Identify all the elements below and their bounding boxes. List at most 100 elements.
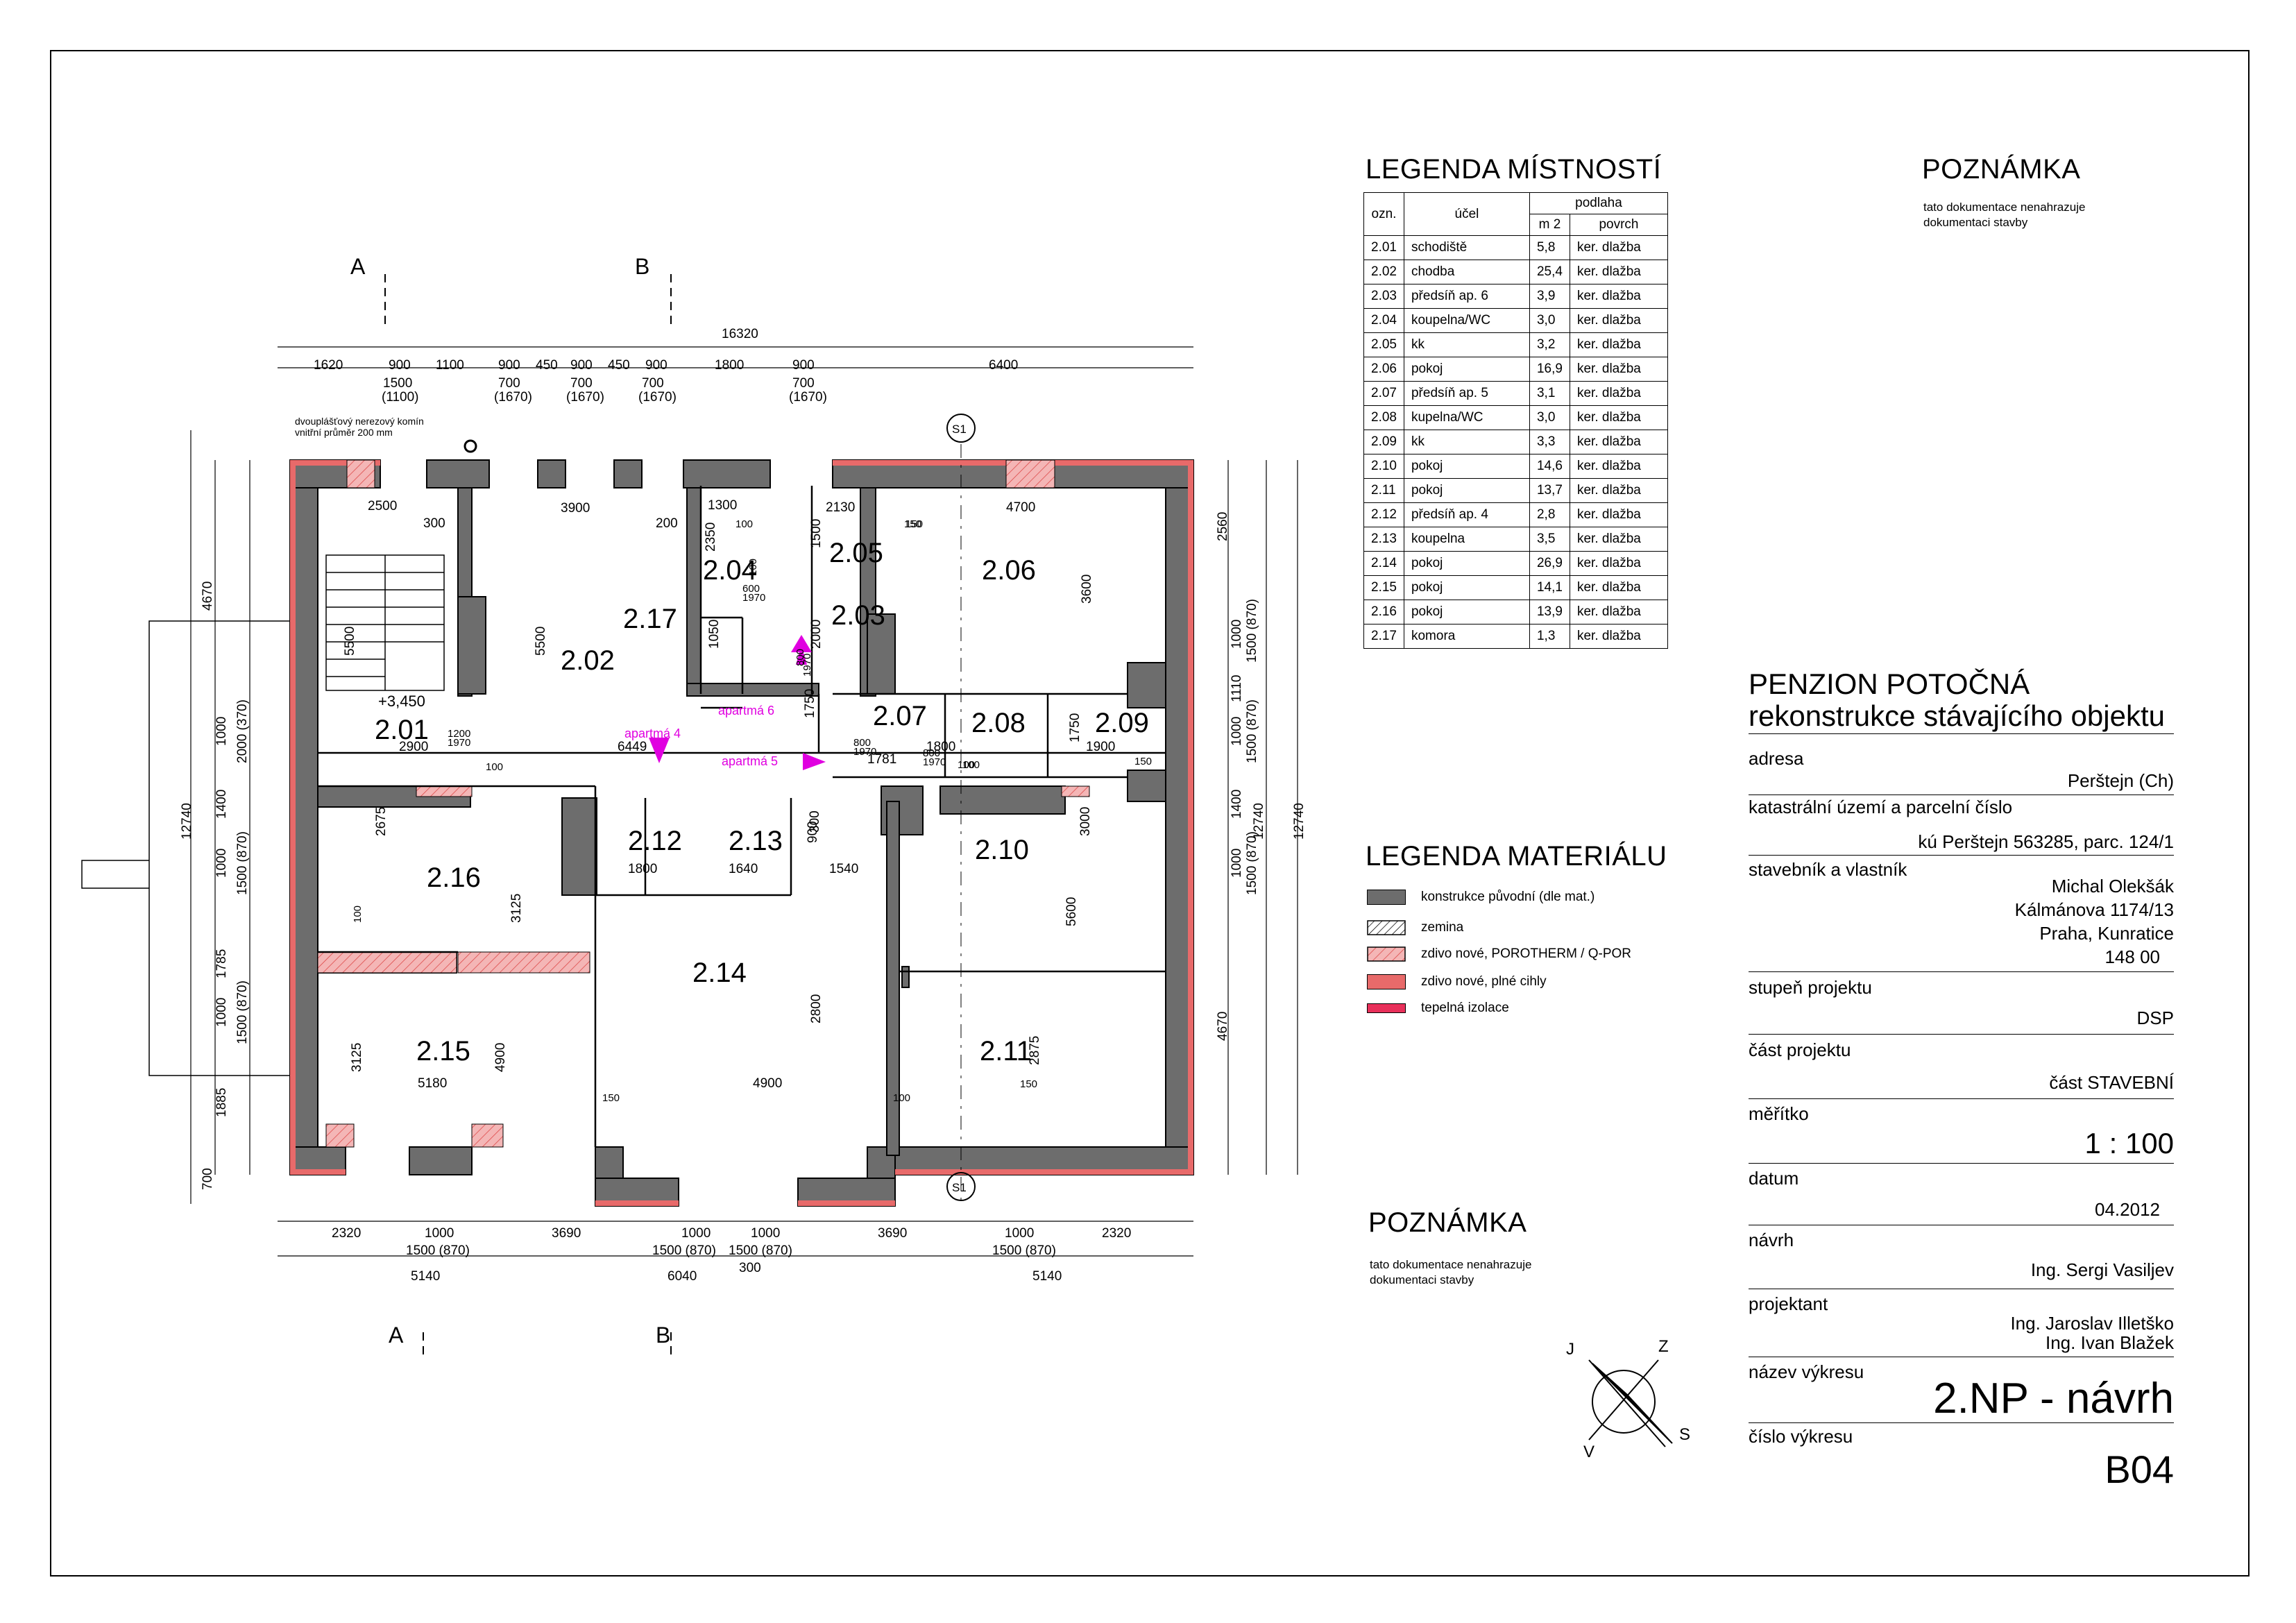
note-bottom-text-2: dokumentaci stavby	[1370, 1273, 1474, 1286]
date-value: 04.2012	[2095, 1199, 2160, 1220]
dimension-text: 1500	[809, 519, 824, 548]
note-bottom-text-1: tato dokumentace nenahrazuje	[1370, 1258, 1532, 1271]
room-2-11: 2.11	[980, 1036, 1032, 1067]
legend-cell-area: 1,3	[1529, 624, 1570, 649]
material-legend-title: LEGENDA MATERIÁLU	[1366, 841, 1667, 872]
owner-street: Kálmánova 1174/13	[2014, 899, 2174, 920]
dimension-text: 100	[962, 759, 980, 771]
legend-cell-surface: ker. dlažba	[1569, 284, 1668, 309]
dimension-text: 1500 (870)	[992, 1243, 1056, 1258]
dimension-text: 1000	[1005, 1226, 1034, 1241]
legend-cell-area: 25,4	[1529, 260, 1570, 284]
dimension-text: 150	[1134, 756, 1152, 767]
dimension-text: 5140	[1032, 1269, 1062, 1284]
material-item-porotherm: zdivo nové, POROTHERM / Q-POR	[1367, 944, 1631, 965]
room-2-12: 2.12	[628, 826, 682, 856]
swatch-original	[1367, 890, 1406, 905]
section-a-top: A	[350, 254, 366, 279]
sheet-frame	[50, 50, 2250, 1577]
legend-cell-code: 2.10	[1363, 454, 1404, 479]
legend-cell-purpose: pokoj	[1403, 551, 1530, 576]
dimension-text: 450	[536, 358, 558, 373]
dimension-text: 900	[645, 358, 667, 373]
dimension-text: 1800	[715, 358, 744, 373]
dimension-text: 4670	[1216, 1012, 1230, 1041]
dimension-text: 1000	[1230, 849, 1244, 878]
legend-cell-surface: ker. dlažba	[1569, 478, 1668, 503]
design-label: návrh	[1749, 1230, 1794, 1250]
legend-cell-purpose: předsíň ap. 4	[1403, 502, 1530, 527]
dimension-text: 2800	[809, 994, 824, 1023]
apartment-4-label: apartmá 4	[624, 726, 681, 740]
dimension-text: 1970	[853, 746, 876, 758]
legend-cell-code: 2.05	[1363, 332, 1404, 357]
dimension-text: 3125	[350, 1043, 364, 1072]
dimension-text: 800	[923, 747, 940, 759]
room-2-02: 2.02	[561, 645, 615, 676]
dimension-text: 900	[570, 358, 593, 373]
dimension-text: 2675	[374, 807, 389, 836]
dimension-lines	[190, 346, 1298, 1257]
room-2-07: 2.07	[873, 701, 927, 731]
chimney-note-2: vnitřní průměr 200 mm	[295, 427, 393, 438]
dimension-text: 150	[602, 1092, 620, 1104]
dimension-text: 1970	[923, 756, 946, 768]
dimension-text: 1640	[729, 862, 758, 876]
legend-cell-code: 2.07	[1363, 381, 1404, 406]
legend-cell-surface: ker. dlažba	[1569, 600, 1668, 624]
legend-cell-code: 2.14	[1363, 551, 1404, 576]
compass-v: V	[1583, 1443, 1595, 1461]
address-value: Perštejn (Ch)	[2067, 770, 2174, 791]
stage-label: stupeň projektu	[1749, 977, 1872, 998]
dimension-text: 900	[806, 821, 820, 843]
dimension-text: 1000	[1230, 620, 1244, 649]
compass-z: Z	[1658, 1337, 1669, 1356]
dimension-text: 3690	[552, 1226, 581, 1241]
legend-cell-purpose: kk	[1403, 332, 1530, 357]
cadastre-value: kú Perštejn 563285, parc. 124/1	[1918, 831, 2174, 852]
apartment-5-label: apartmá 5	[722, 754, 778, 768]
dimension-text: 1500 (870)	[235, 980, 250, 1044]
dimension-text: 1200	[448, 728, 470, 740]
dimension-text: 1970	[801, 654, 813, 677]
axis-s1-bottom: S1	[952, 1181, 967, 1194]
room-2-05: 2.05	[829, 538, 883, 568]
dimension-text: 900	[498, 358, 520, 373]
dimension-text: 1400	[1230, 790, 1244, 819]
dimension-text: 5500	[343, 627, 357, 656]
dimension-text: 1000	[751, 1226, 780, 1241]
legend-cell-area: 13,9	[1529, 600, 1570, 624]
legend-cell-area: 3,0	[1529, 405, 1570, 430]
apartment-entry-arrows	[649, 635, 826, 770]
dimension-text: 1900	[1086, 740, 1115, 754]
dimension-text: 1800	[926, 740, 955, 754]
legend-cell-code: 2.08	[1363, 405, 1404, 430]
dimension-text: 150	[1020, 1078, 1037, 1090]
material-item-soil: zemina	[1367, 917, 1463, 938]
chimney-note-1: dvouplášťový nerezový komín	[295, 416, 424, 427]
room-2-10: 2.10	[975, 835, 1029, 865]
legend-cell-purpose: pokoj	[1403, 600, 1530, 624]
material-label: zdivo nové, POROTHERM / Q-POR	[1421, 946, 1632, 961]
legend-cell-code: 2.04	[1363, 308, 1404, 333]
legend-cell-surface: ker. dlažba	[1569, 357, 1668, 382]
dimension-text: 900	[792, 358, 815, 373]
legend-cell-code: 2.11	[1363, 478, 1404, 503]
legend-cell-area: 26,9	[1529, 551, 1570, 576]
room-2-16: 2.16	[427, 863, 481, 893]
legend-cell-area: 3,1	[1529, 381, 1570, 406]
dimension-text: 2130	[826, 500, 855, 515]
dimension-text: 900	[389, 358, 411, 373]
material-label: zdivo nové, plné cihly	[1421, 974, 1547, 989]
header-code: ozn.	[1363, 192, 1404, 236]
dimension-text: 1050	[707, 620, 722, 649]
part-value: část STAVEBNÍ	[2049, 1072, 2174, 1093]
legend-cell-surface: ker. dlažba	[1569, 332, 1668, 357]
dimension-text: 1750	[1068, 713, 1082, 742]
